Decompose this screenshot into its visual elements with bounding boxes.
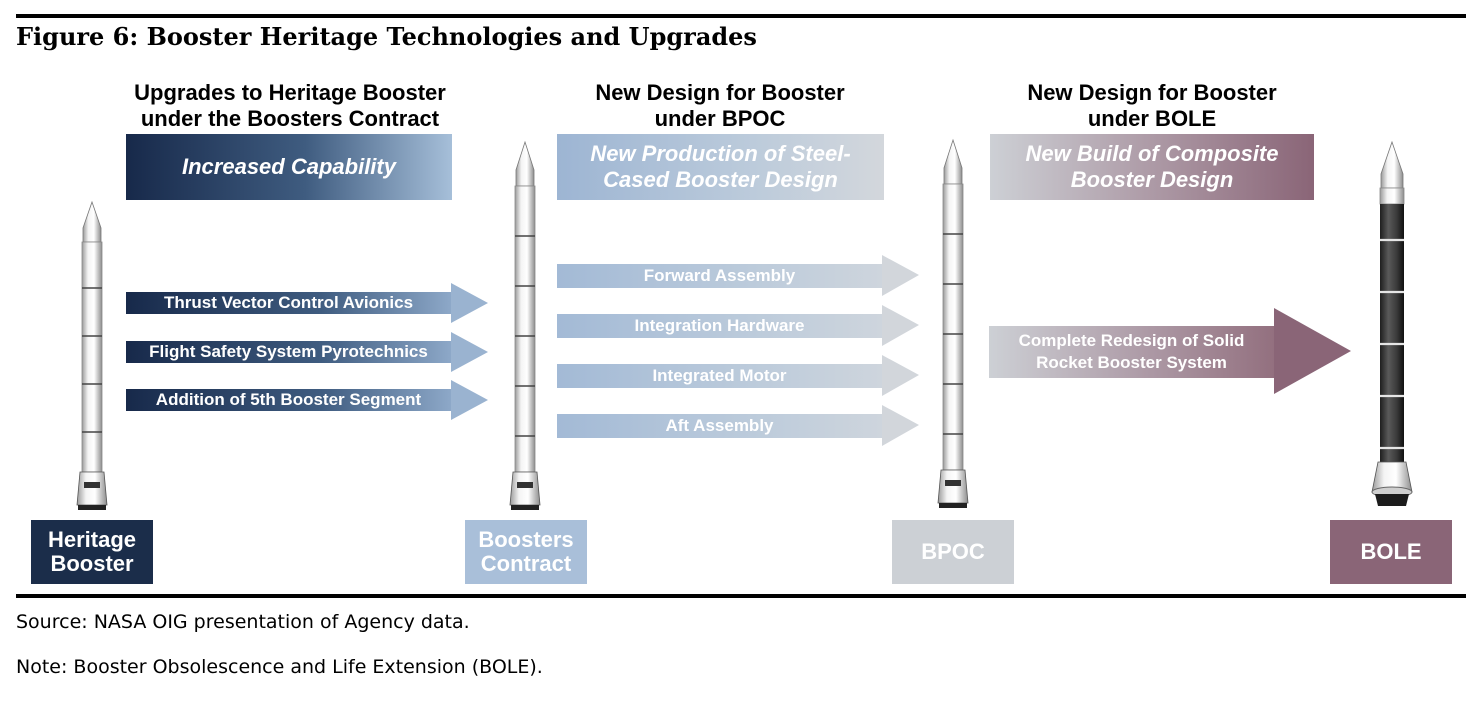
banner-steel-cased: New Production of Steel- Cased Booster D… <box>557 134 884 200</box>
arrow-complete-redesign: Complete Redesign of Solid Rocket Booste… <box>989 308 1351 394</box>
arrow-forward-assembly: Forward Assembly <box>557 255 919 296</box>
label-boosters-contract: Boosters Contract <box>465 520 587 584</box>
arrow-thrust-vector: Thrust Vector Control Avionics <box>126 283 488 323</box>
bpoc-rocket-icon <box>937 138 969 508</box>
arrow-integration-hardware: Integration Hardware <box>557 305 919 346</box>
top-rule <box>16 14 1466 18</box>
source-note: Source: NASA OIG presentation of Agency … <box>16 611 470 633</box>
banner-increased-capability: Increased Capability <box>126 134 452 200</box>
footnote: Note: Booster Obsolescence and Life Exte… <box>16 656 543 678</box>
column-heading-bole: New Design for Booster under BOLE <box>1027 80 1277 131</box>
boosters-contract-rocket-icon <box>509 140 541 510</box>
figure-title: Figure 6: Booster Heritage Technologies … <box>16 22 757 51</box>
column-heading-bpoc: New Design for Booster under BPOC <box>595 80 845 131</box>
label-bole: BOLE <box>1330 520 1452 584</box>
column-heading-boosters: Upgrades to Heritage Booster under the B… <box>134 80 446 131</box>
label-bpoc: BPOC <box>892 520 1014 584</box>
bottom-rule <box>16 594 1466 598</box>
arrow-fifth-segment: Addition of 5th Booster Segment <box>126 380 488 420</box>
label-heritage-booster: Heritage Booster <box>31 520 153 584</box>
arrow-aft-assembly: Aft Assembly <box>557 405 919 446</box>
heritage-booster-rocket-icon <box>76 200 108 510</box>
bole-rocket-icon <box>1371 140 1413 506</box>
arrow-integrated-motor: Integrated Motor <box>557 355 919 396</box>
banner-composite: New Build of Composite Booster Design <box>990 134 1314 200</box>
arrow-flight-safety: Flight Safety System Pyrotechnics <box>126 332 488 372</box>
